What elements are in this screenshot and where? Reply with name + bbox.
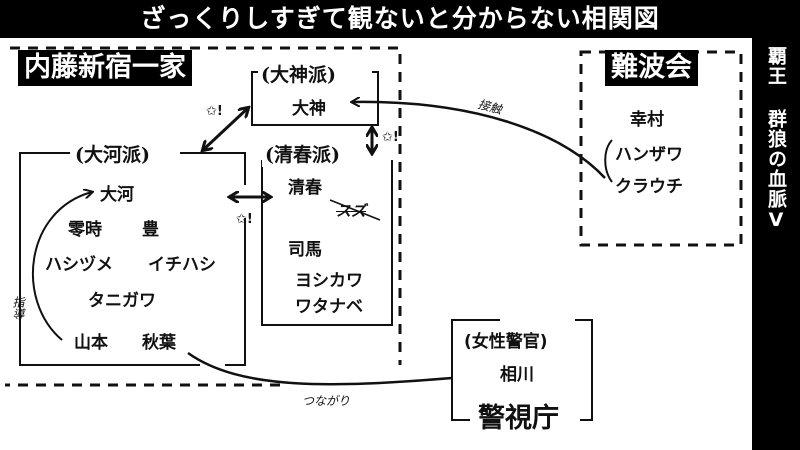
member-yukimura: 幸村	[630, 110, 664, 130]
kiyoharu-faction-label: (清春派)	[262, 140, 343, 167]
member-tanigawa: タニガワ	[88, 291, 156, 311]
conflict-burst-icon: ✩!	[382, 130, 399, 145]
member-shiba: 司馬	[288, 240, 322, 260]
member-yutaka: 豊	[142, 220, 159, 240]
kiyoharu-faction-box	[261, 160, 393, 326]
ogami-faction-box	[251, 71, 379, 126]
member-aikawa: 相川	[500, 365, 534, 385]
conflict-burst-icon: ✩!	[206, 104, 223, 119]
conflict-burst-icon: ✩!	[236, 212, 253, 227]
naito-family-label: 内藤新宿一家	[18, 50, 192, 86]
member-okawa: 大河	[100, 185, 134, 205]
diagram-title: ざっくりしすぎて観ないと分からない相関図	[0, 0, 800, 38]
ogami-faction-label: (大神派)	[258, 60, 339, 87]
member-yoshikawa: ヨシカワ	[295, 271, 363, 291]
okawa-faction-label: (大河派)	[72, 140, 153, 167]
okawa-faction-box	[19, 152, 246, 366]
member-akiba: 秋葉	[142, 333, 176, 353]
member-krauchi: クラウチ	[615, 177, 683, 197]
naniwa-label: 難波会	[605, 50, 698, 86]
connection-note: つながり	[302, 394, 351, 408]
suzu-strike	[329, 199, 381, 221]
naniwa-bracket	[604, 139, 613, 183]
series-title: 覇王 群狼の血脈V	[765, 46, 787, 232]
naito-family-boundary	[5, 46, 402, 387]
connection-line	[187, 351, 453, 386]
guidance-arrow	[31, 192, 92, 341]
police-label: 警視庁	[474, 396, 563, 435]
member-kiyoharu: 清春	[288, 178, 322, 198]
contact-arrow	[352, 102, 606, 179]
member-watanabe: ワタナベ	[295, 297, 363, 317]
member-hanzawa: ハンザワ	[615, 145, 683, 165]
ogami-okawa-conflict-arrow	[203, 108, 248, 150]
series-title-bar: 覇王 群狼の血脈V	[752, 38, 800, 450]
member-reiji: 零時	[68, 220, 102, 240]
member-suzu: スズ	[336, 202, 367, 220]
member-yamamoto: 山本	[74, 333, 108, 353]
member-ichihashi: イチハシ	[148, 255, 216, 275]
police-sub-label: (女性警官)	[464, 332, 548, 352]
member-hashizume: ハシヅメ	[45, 255, 113, 275]
guidance-note: 指導	[11, 296, 25, 320]
police-box	[451, 319, 593, 421]
member-ogami: 大神	[292, 99, 326, 119]
